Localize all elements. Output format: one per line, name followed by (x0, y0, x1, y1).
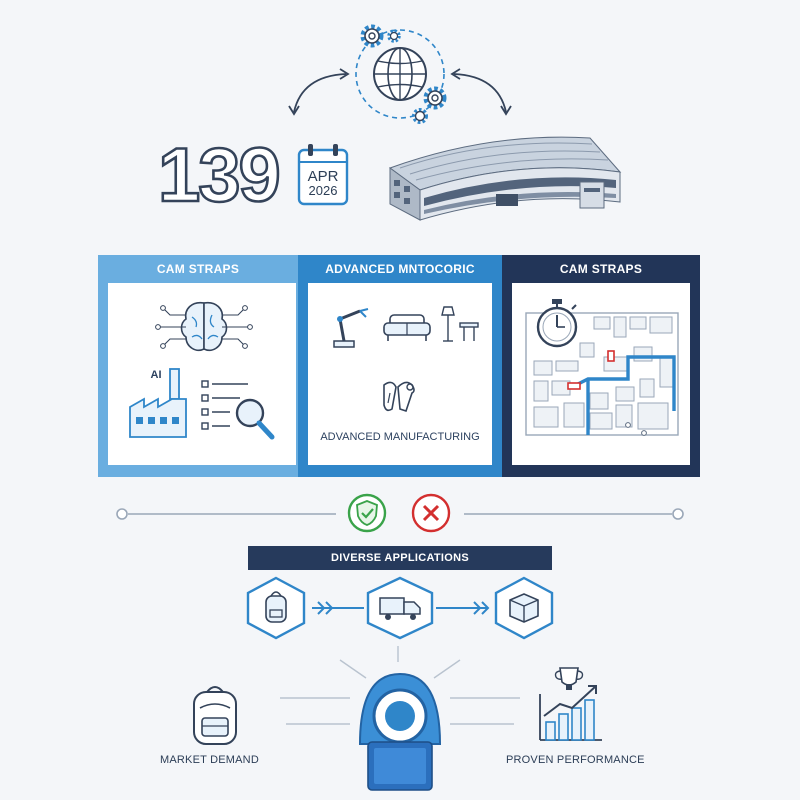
cross-icon (411, 493, 451, 533)
gear-icon (387, 29, 401, 43)
panel-card-middle: ADVANCED MANUFACTURING (308, 283, 492, 465)
panel-card-right (512, 283, 690, 465)
shield-check-icon (347, 493, 387, 533)
robot-arm-icon (333, 308, 369, 348)
factory-icon (129, 368, 187, 438)
panel-header-middle: ADVANCED MNTOCORIC (325, 262, 475, 276)
gear-icon (412, 108, 428, 124)
panel-card-left: AI (108, 283, 296, 465)
sofa-icon (383, 314, 431, 341)
curved-arrow-left-icon (288, 68, 350, 116)
market-demand-label: MARKET DEMAND (160, 754, 259, 766)
panel-header-left: CAM STRAPS (156, 262, 240, 276)
central-user-figure (280, 646, 520, 791)
facility-building-illustration (388, 136, 622, 221)
globe-network-diagram (288, 24, 512, 124)
cam-strap-icon (383, 381, 415, 413)
calendar-month: APR (307, 168, 339, 185)
trophy-growth-chart-icon (539, 667, 602, 741)
hex-box (494, 576, 554, 640)
backpack-icon (193, 686, 237, 745)
proven-performance-label: PROVEN PERFORMANCE (506, 754, 645, 766)
checklist-search-icon (201, 380, 275, 440)
status-divider (116, 508, 684, 520)
hex-backpack (246, 576, 306, 640)
diverse-applications-banner: DIVERSE APPLICATIONS (248, 546, 552, 570)
gear-icon (360, 24, 384, 48)
application-hex-chain (246, 576, 554, 640)
calendar-year: 2026 (308, 183, 338, 198)
calendar-icon (297, 144, 349, 206)
globe-icon (373, 47, 427, 101)
manufacturing-label: ADVANCED MANUFACTURING (320, 431, 480, 443)
stopwatch-icon (536, 299, 578, 348)
gear-icon (423, 86, 447, 110)
curved-arrow-right-icon (450, 68, 512, 116)
panel-header-right: CAM STRAPS (559, 262, 643, 276)
stat-number: 139 (157, 133, 282, 218)
lamp-table-icon (441, 306, 479, 342)
ai-label: AI (150, 369, 162, 381)
hex-truck (366, 576, 434, 640)
brain-circuit-icon (155, 301, 253, 352)
